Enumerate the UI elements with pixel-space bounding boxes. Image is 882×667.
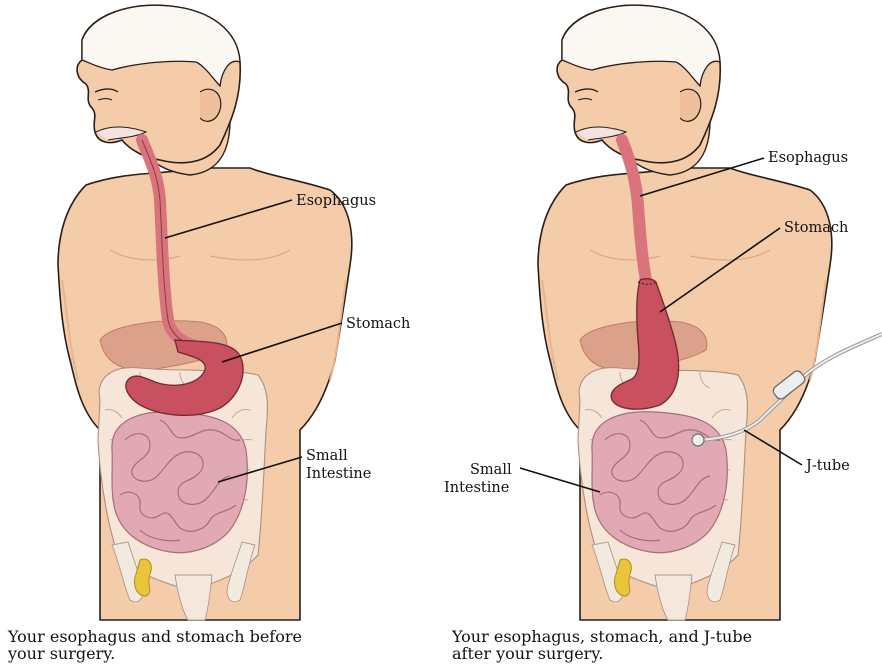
caption-before: Your esophagus and stomach before your s…: [8, 628, 302, 662]
torso-before: [58, 5, 352, 620]
anatomy-diagram: Esophagus Stomach Small Intestine Esopha…: [0, 0, 882, 627]
j-tube-site: [692, 434, 704, 446]
torso-after: [538, 5, 832, 620]
caption-after-line-1: Your esophagus, stomach, and J-tube: [452, 628, 752, 645]
label-small-intestine-before: Small Intestine: [306, 448, 371, 482]
label-esophagus-before: Esophagus: [296, 193, 376, 209]
caption-before-line-2: your surgery.: [8, 645, 302, 662]
label-j-tube: J-tube: [804, 458, 850, 474]
label-esophagus-after: Esophagus: [768, 150, 848, 166]
label-small-intestine-before-line-2: Intestine: [306, 466, 371, 482]
figure-before: Esophagus Stomach Small Intestine: [58, 5, 410, 620]
figure-after: Esophagus Stomach Small Intestine J-tube: [444, 5, 882, 620]
label-stomach-after: Stomach: [784, 220, 848, 236]
caption-after-line-2: after your surgery.: [452, 645, 752, 662]
caption-after: Your esophagus, stomach, and J-tube afte…: [452, 628, 752, 662]
label-small-intestine-before-line-1: Small: [306, 448, 348, 464]
label-small-intestine-after: Small Intestine: [444, 462, 516, 496]
label-small-intestine-after-line-1: Small: [470, 462, 512, 478]
label-small-intestine-after-line-2: Intestine: [444, 480, 509, 496]
label-stomach-before: Stomach: [346, 316, 410, 332]
caption-before-line-1: Your esophagus and stomach before: [8, 628, 302, 645]
